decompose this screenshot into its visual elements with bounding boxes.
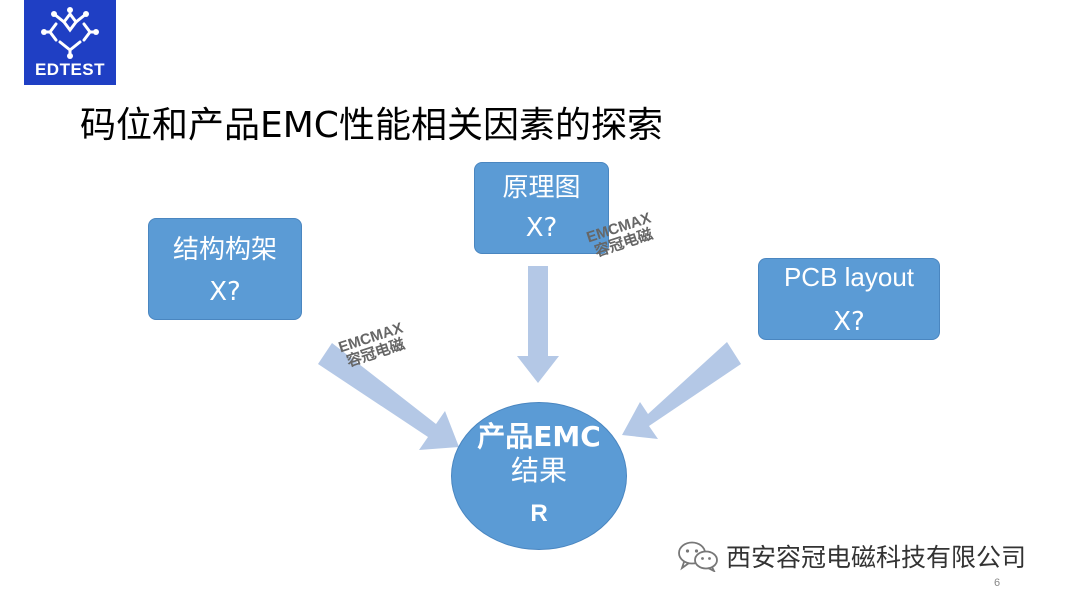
factor-pcb-label: PCB layout <box>783 262 915 292</box>
factor-schematic-label: 原理图 <box>502 173 581 203</box>
arrow-from-structure <box>318 343 459 450</box>
footer-company-name: 西安容冠电磁科技有限公司 <box>726 543 1027 572</box>
factor-schematic-value: X? <box>525 213 558 243</box>
arrow-from-pcb <box>622 342 741 439</box>
result-value: R <box>530 500 548 527</box>
factor-schematic-box: 原理图 X? <box>474 162 609 254</box>
result-ellipse: 产品EMC 结果 R <box>451 402 627 550</box>
circuit-logo-icon <box>41 7 99 59</box>
result-line1: 产品EMC <box>477 420 601 453</box>
factor-pcb-box: PCB layout X? <box>758 258 940 340</box>
edtest-logo: EDTEST <box>24 0 116 85</box>
arrow-from-schematic <box>517 266 559 383</box>
wechat-icon <box>678 541 718 572</box>
page-number: 6 <box>994 577 1001 589</box>
page-title: 码位和产品EMC性能相关因素的探索 <box>80 105 663 146</box>
factor-pcb-value: X? <box>833 307 865 337</box>
logo-text: EDTEST <box>34 60 106 79</box>
factor-structure-box: 结构构架 X? <box>148 218 302 320</box>
factor-structure-label: 结构构架 <box>172 235 277 265</box>
factor-structure-value: X? <box>209 277 241 307</box>
result-line2: 结果 <box>510 454 567 487</box>
